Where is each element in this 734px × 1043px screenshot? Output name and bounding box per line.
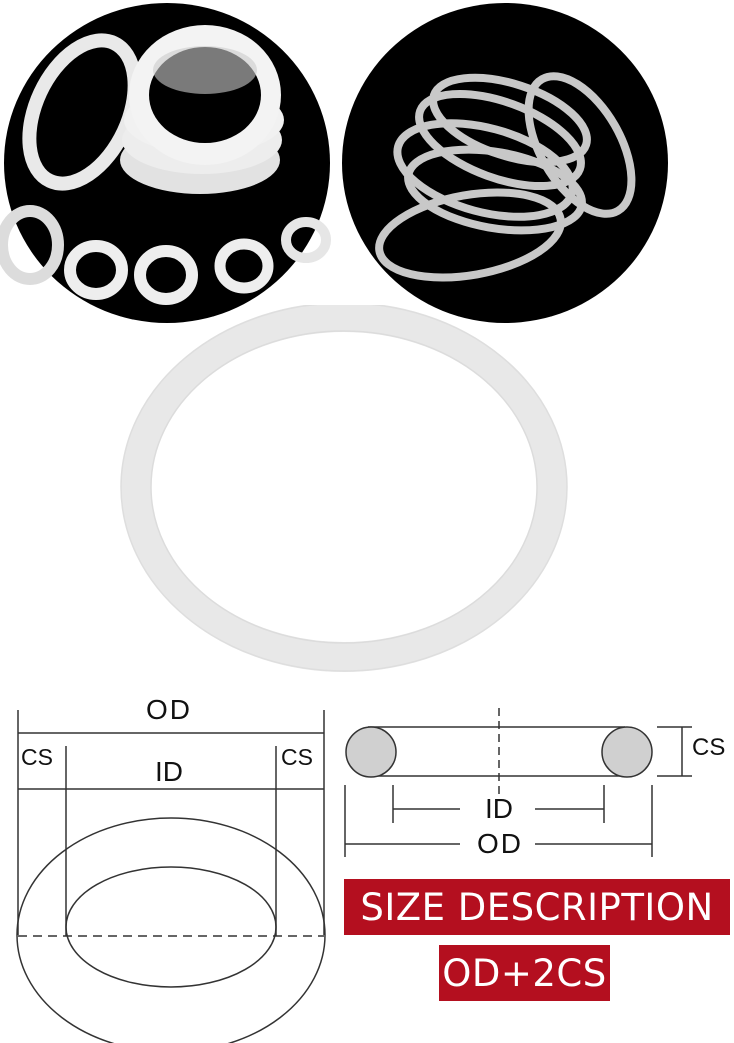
cs-label: CS [692, 734, 726, 761]
diagram-cross-section: CS ID OD [330, 690, 734, 870]
id-label: ID [155, 756, 183, 787]
main-ring-image [115, 305, 575, 675]
od-label: OD [477, 828, 523, 859]
id-label: ID [485, 793, 513, 824]
cs-right-label: CS [281, 744, 313, 770]
cs-left-label: CS [21, 744, 53, 770]
formula-banner: OD+2CS [439, 945, 610, 1001]
photo-ring-pile [335, 0, 675, 330]
photo-stacked-rings [0, 0, 340, 330]
size-description-banner: SIZE DESCRIPTION [344, 879, 730, 935]
od-label: OD [146, 694, 192, 725]
diagram-top-view: OD CS ID CS [0, 690, 340, 1043]
